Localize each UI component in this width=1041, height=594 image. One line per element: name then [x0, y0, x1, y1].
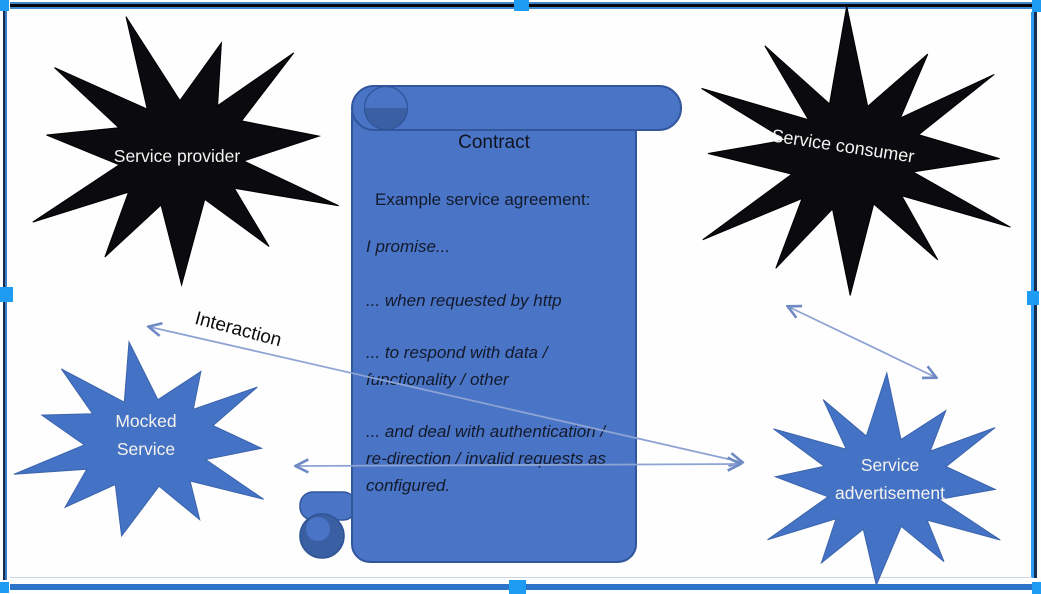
service-advertisement-label: Service advertisement: [835, 451, 945, 507]
scroll-bottom-curl-highlight: [306, 517, 330, 541]
service-provider-label: Service provider: [113, 146, 241, 166]
service-consumer-star[interactable]: [701, 5, 1011, 296]
scroll-top-curl: [363, 85, 409, 131]
service-advertisement-star[interactable]: [767, 371, 1001, 587]
service-provider-star[interactable]: [32, 16, 339, 287]
mocked-service-label-line1: Mocked: [115, 411, 177, 431]
contract-line-4: ... and deal with authentication / re-di…: [366, 422, 607, 495]
handle-bottom-right[interactable]: [1032, 582, 1041, 594]
scroll-top-bar: [351, 85, 682, 131]
contract-line-3: ... to respond with data / functionality…: [366, 343, 548, 389]
mocked-service-label: Mocked Service: [115, 407, 176, 463]
service-advertisement-label-line2: advertisement: [835, 483, 945, 503]
service-advertisement-label-line1: Service: [860, 455, 920, 475]
contract-line-1: I promise...: [366, 237, 451, 256]
handle-bottom-center[interactable]: [509, 580, 526, 594]
handle-middle-right[interactable]: [1027, 291, 1039, 305]
mocked-service-label-line2: Service: [116, 439, 176, 459]
contract-title: Contract: [458, 132, 530, 153]
handle-top-right[interactable]: [1032, 0, 1041, 12]
handle-top-left[interactable]: [0, 0, 9, 11]
handle-middle-left[interactable]: [0, 287, 13, 302]
slide-edge-shadow: [10, 577, 1032, 578]
contract-line-2: ... when requested by http: [366, 291, 562, 310]
contract-intro: Example service agreement:: [375, 190, 591, 209]
scroll-top-curl-shadow: [364, 108, 408, 130]
handle-bottom-left[interactable]: [0, 582, 9, 593]
contract-text: Example service agreement: I promise... …: [366, 186, 614, 499]
handle-top-center[interactable]: [514, 0, 529, 11]
